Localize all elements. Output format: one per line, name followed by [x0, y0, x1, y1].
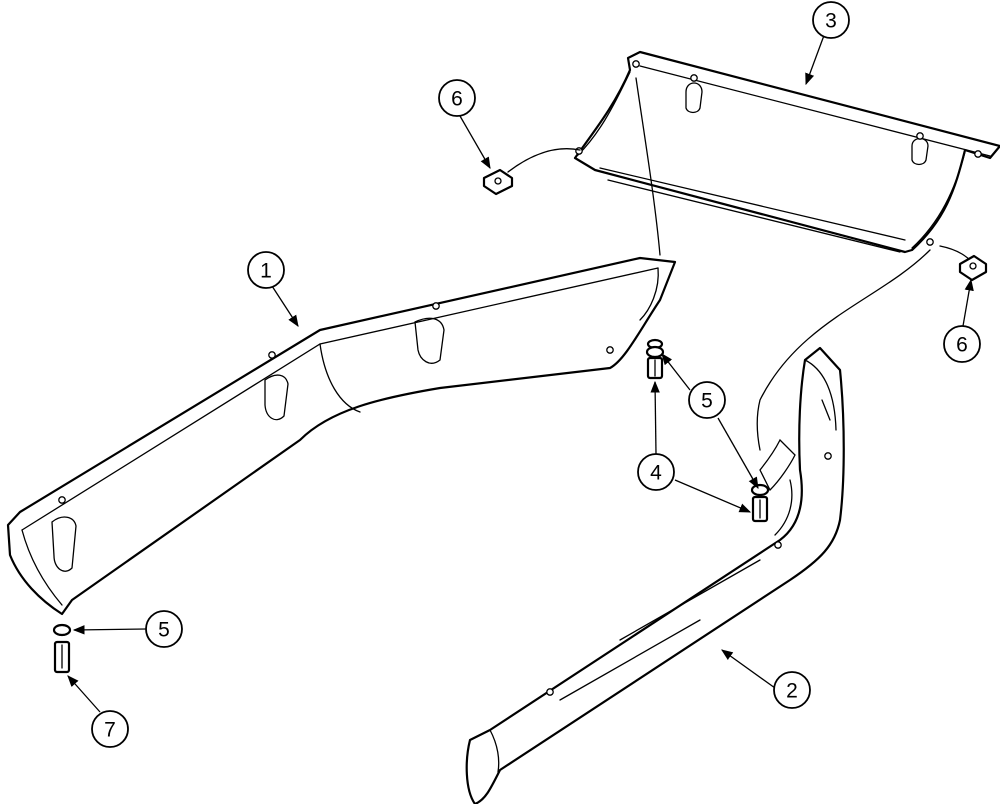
part-3-rear-shield	[573, 50, 1000, 254]
callout-5-lower-label: 5	[158, 619, 170, 642]
callout-6-right-label: 6	[956, 334, 968, 357]
callout-3-label: 3	[825, 10, 837, 33]
callout-5-upper: 5	[688, 381, 726, 419]
callout-4: 4	[637, 453, 675, 491]
bolt-upper	[646, 356, 664, 380]
part-1-left-shield	[6, 256, 677, 616]
callout-6-right: 6	[943, 325, 981, 363]
washer-lower-left	[52, 623, 72, 637]
callout-2-label: 2	[786, 680, 798, 703]
callout-7: 7	[91, 710, 129, 748]
callout-3: 3	[812, 1, 850, 39]
clip-nut-left	[482, 168, 514, 196]
callout-1-label: 1	[260, 260, 272, 283]
callout-6-left-label: 6	[451, 88, 463, 111]
washer-upper	[645, 338, 665, 359]
callout-5-upper-label: 5	[701, 390, 713, 413]
leader-lines	[67, 29, 974, 713]
bolt-middle	[751, 495, 769, 523]
clip-nut-right	[958, 254, 988, 282]
callout-2: 2	[773, 671, 811, 709]
washer-middle	[750, 483, 770, 497]
part-2-right-shield	[465, 346, 845, 804]
callout-4-label: 4	[650, 462, 662, 485]
callout-6-left: 6	[438, 79, 476, 117]
callout-5-lower: 5	[145, 610, 183, 648]
callout-1: 1	[247, 251, 285, 289]
bolt-lower-left	[53, 640, 71, 674]
callout-7-label: 7	[104, 719, 116, 742]
